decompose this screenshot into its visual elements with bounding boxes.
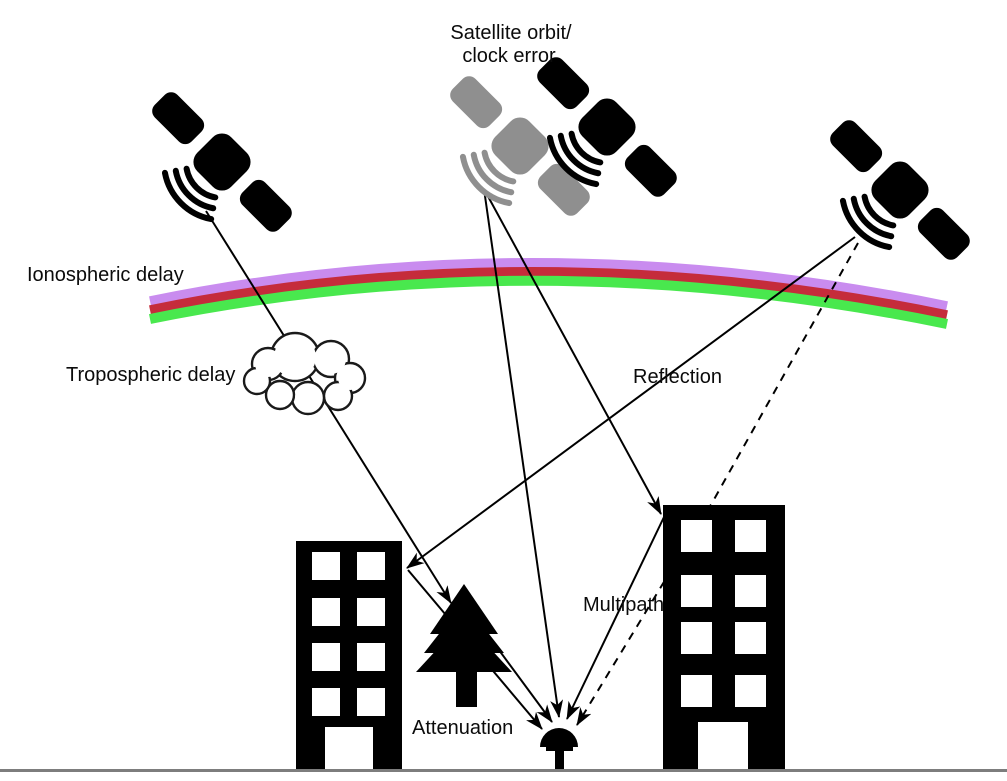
signal-ghost-satellite-direct-to-receiver (483, 188, 564, 718)
signal-right-satellite-to-left-building (406, 236, 856, 569)
label-attenuation: Attenuation (412, 717, 513, 739)
building-left-icon (296, 541, 402, 771)
gnss-receiver-icon (540, 728, 578, 771)
tree-icon (416, 584, 512, 707)
ionosphere-layer-violet (149, 257, 948, 311)
signal-lines (205, 188, 859, 730)
ionosphere-layer-red (149, 266, 948, 320)
satellite-left-icon (119, 83, 302, 266)
label-reflection: Reflection (633, 366, 722, 388)
signal-multipath-dashed (576, 242, 859, 726)
signal-ghost-satellite-to-right-building (483, 188, 662, 515)
building-right-icon (663, 505, 785, 769)
cloud-icon (242, 331, 367, 416)
satellite-right-icon (797, 111, 980, 294)
label-multipath: Multipath (583, 594, 664, 616)
label-ionospheric-delay: Ionospheric delay (27, 264, 184, 286)
ionosphere-band (149, 257, 949, 329)
title-line1: Satellite orbit/ (450, 22, 572, 44)
label-tropospheric-delay: Tropospheric delay (66, 364, 235, 386)
title-line2: clock error (462, 45, 556, 67)
signal-right-building-reflection-to-receiver (566, 516, 665, 720)
